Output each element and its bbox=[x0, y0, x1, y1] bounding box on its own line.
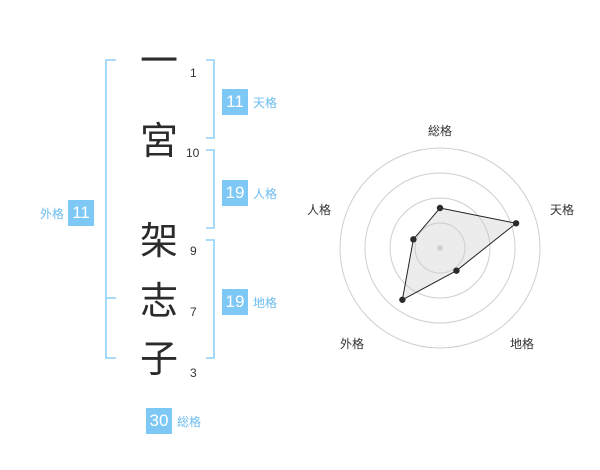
radar-axis-label-gaikaku: 外格 bbox=[340, 337, 365, 351]
radar-point-1 bbox=[436, 204, 444, 212]
jinkaku-value: 19 bbox=[222, 180, 248, 206]
soukaku-badge: 30 総格 bbox=[146, 408, 201, 434]
radar-point-4 bbox=[399, 296, 406, 303]
gaikaku-label: 外格 bbox=[40, 206, 65, 221]
radar-center bbox=[437, 245, 443, 251]
chikaku-label: 地格 bbox=[253, 295, 278, 310]
radar-ring bbox=[364, 172, 516, 324]
radar-ring bbox=[389, 197, 491, 299]
tenkaku-badge: 11 天格 bbox=[222, 89, 277, 115]
radar-axis-label-chikaku: 地格 bbox=[510, 337, 535, 351]
gaikaku-badge: 外格 11 bbox=[40, 200, 95, 226]
name-char-3: 架 bbox=[139, 219, 178, 263]
stroke-count-2: 10 bbox=[186, 146, 200, 160]
radar-point-3 bbox=[453, 267, 460, 274]
stroke-count-3: 9 bbox=[190, 244, 197, 258]
chikaku-badge: 19 地格 bbox=[222, 289, 277, 315]
chikaku-value: 19 bbox=[222, 289, 248, 315]
radar-ring bbox=[414, 222, 466, 274]
name-char-2: 宮 bbox=[139, 119, 178, 163]
radar-series-polygon bbox=[401, 207, 518, 301]
radar-point-2 bbox=[512, 220, 520, 227]
radar-axis-label-jinkaku: 人格 bbox=[307, 203, 332, 217]
radar-ring bbox=[339, 147, 541, 349]
stroke-count-4: 7 bbox=[190, 305, 197, 319]
stroke-count-5: 3 bbox=[190, 366, 197, 380]
name-char-5: 子 bbox=[139, 337, 178, 381]
tenkaku-label: 天格 bbox=[253, 95, 278, 110]
radar-axis-label-soukaku: 総格 bbox=[428, 124, 453, 138]
soukaku-value: 30 bbox=[146, 408, 172, 434]
stroke-count-1: 1 bbox=[190, 66, 197, 80]
tenkaku-value: 11 bbox=[222, 89, 248, 115]
soukaku-label: 総格 bbox=[177, 414, 202, 429]
radar-axis-label-tenkaku: 天格 bbox=[550, 203, 575, 217]
jinkaku-badge: 19 人格 bbox=[222, 180, 277, 206]
name-char-1: 一 bbox=[139, 39, 178, 83]
jinkaku-label: 人格 bbox=[253, 186, 278, 201]
gaikaku-value: 11 bbox=[68, 200, 95, 226]
radar-point-5 bbox=[410, 236, 417, 243]
name-char-4: 志 bbox=[139, 279, 178, 323]
